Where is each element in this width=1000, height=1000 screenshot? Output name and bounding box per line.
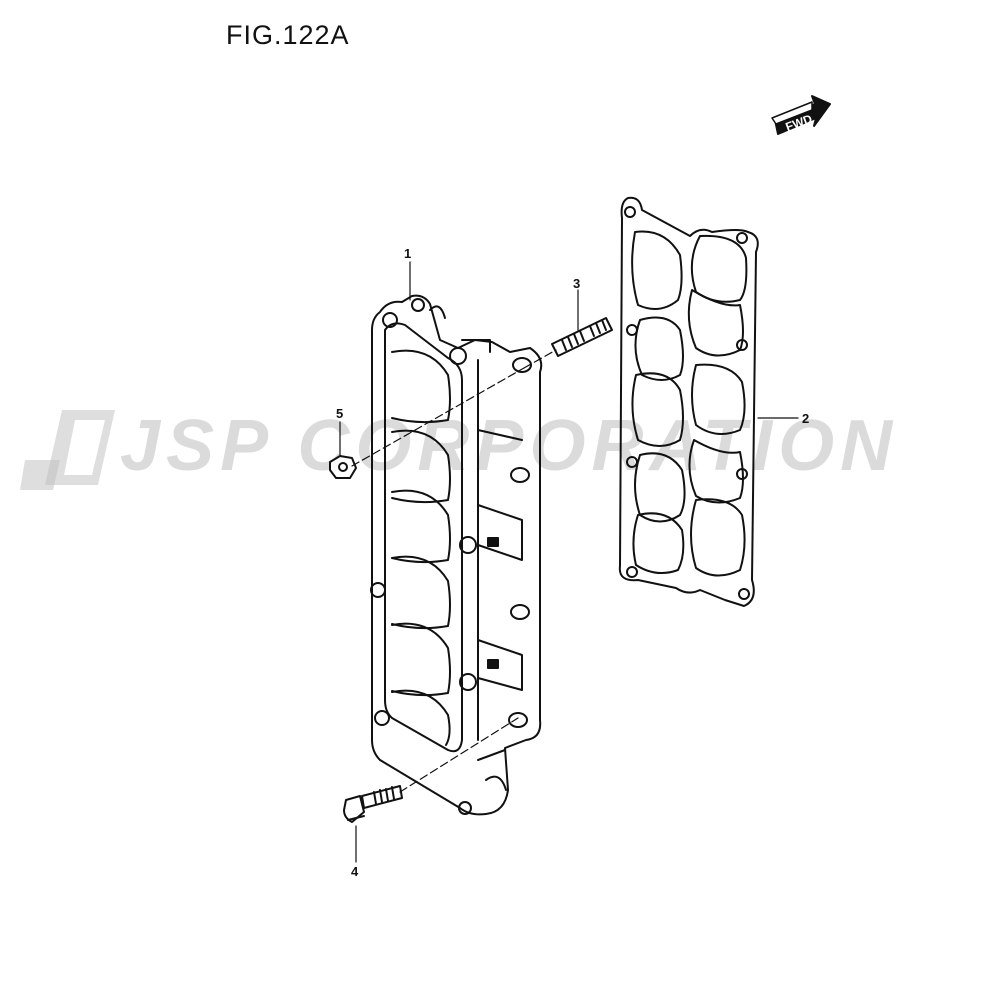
callout-3: 3 — [573, 276, 581, 291]
gasket — [618, 196, 759, 607]
hex-nut — [329, 455, 357, 479]
callout-4: 4 — [351, 864, 359, 879]
callout-2: 2 — [802, 411, 810, 426]
intake-manifold-body — [370, 294, 543, 816]
watermark: JSP CORPORATION — [20, 405, 980, 495]
leader-lines — [339, 261, 799, 863]
callout-1: 1 — [404, 246, 412, 261]
fwd-arrow-icon: FWD — [771, 95, 831, 135]
callout-5: 5 — [336, 406, 344, 421]
figure-title: FIG.122A — [226, 20, 350, 50]
watermark-text: JSP CORPORATION — [120, 406, 899, 486]
flange-bolt — [343, 785, 403, 823]
jsp-logo-icon — [20, 410, 115, 490]
stud-bolt — [551, 317, 613, 357]
